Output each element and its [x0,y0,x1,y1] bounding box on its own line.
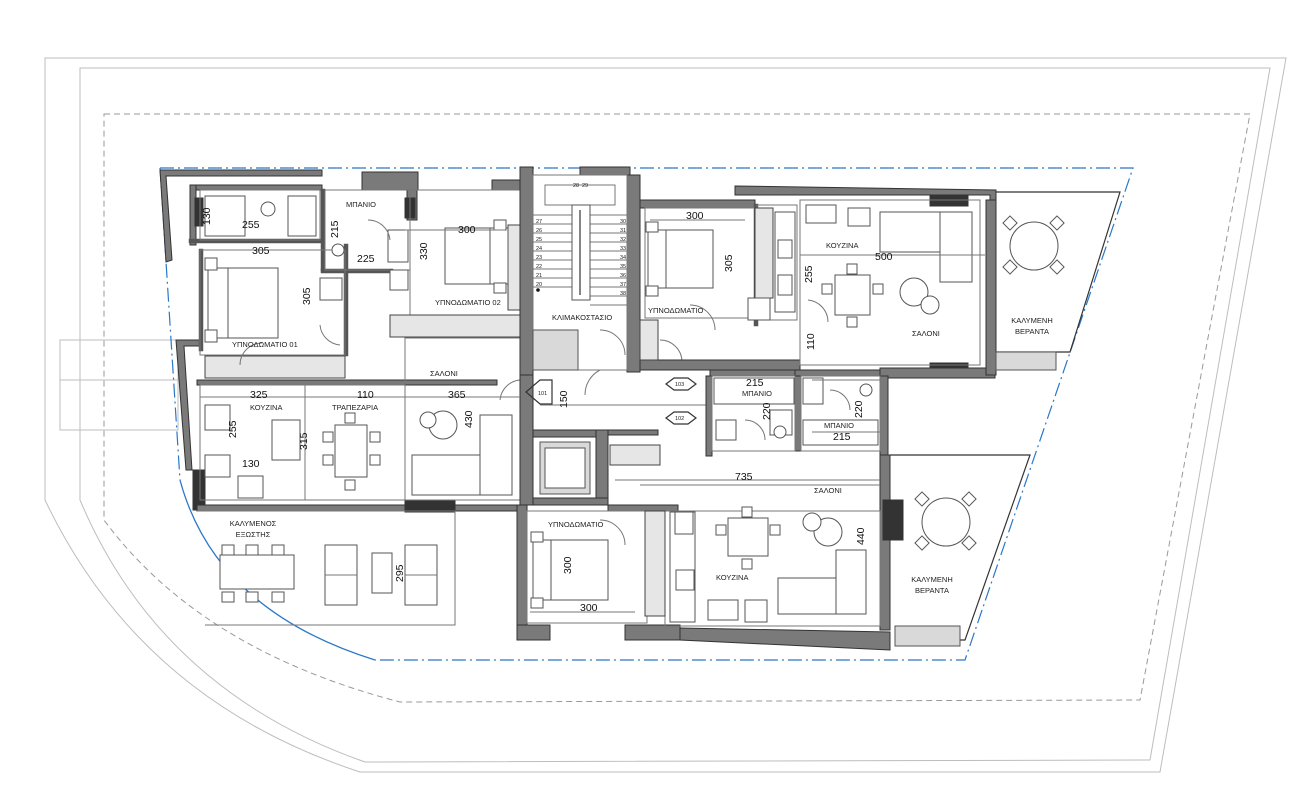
dim-bed01-h: 305 [301,287,313,305]
dim-bath-r1-w: 215 [746,377,764,389]
stair-number: 33 [620,246,626,252]
dim-kit-left-w2: 130 [242,458,260,470]
stair-number: 22 [536,264,542,270]
dim-bath-mid-w: 225 [357,253,375,265]
dim-living-bottom-w: 735 [735,471,753,483]
bathrooms-mid [705,369,889,457]
dim-bed-tr-w: 300 [686,210,704,222]
veranda-bottom [890,454,1031,647]
door-number-102: 102 [675,416,684,422]
dim-bed01-w: 305 [252,245,270,257]
stair-number: 35 [620,264,626,270]
room-label-bath-top: ΜΠΑΝΙΟ [346,200,376,209]
stair-steps [533,204,627,306]
dim-living-bottom-h: 440 [855,527,867,545]
stair-number: 38 [620,291,626,297]
dim-bath-r1-h: 220 [761,402,773,420]
dim-kit-left-h: 255 [227,420,239,438]
room-label-dining-left: ΤΡΑΠΕΖΑΡΙΑ [332,403,378,412]
stair-number: 26 [536,228,542,234]
dim-bed-tr-h: 305 [723,254,735,272]
stair-number: 20 [536,282,542,288]
corridor-core [519,339,710,506]
stair-number: 25 [536,237,542,243]
dimension-lines [200,219,985,613]
apartment-left [159,169,525,513]
room-label-living-top-right: ΣΑΛΟΝΙ [912,329,940,338]
dim-bath-r2-w: 215 [833,431,851,443]
stair-number: 37 [620,282,626,288]
room-label-bedroom-bottom: ΥΠΝΟΔΩΜΑΤΙΟ [548,520,603,529]
dim-bath-top-w: 255 [242,219,260,231]
room-label-kitchen-bottom: ΚΟΥΖΙΝΑ [716,573,748,582]
room-label-living-bottom: ΣΑΛΟΝΙ [814,486,842,495]
dim-living-tr-w: 500 [875,251,893,263]
room-label-bath-mid-1: ΜΠΑΝΙΟ [742,389,772,398]
stair-number: 21 [536,273,542,279]
room-label-bedroom-02: ΥΠΝΟΔΩΜΑΤΙΟ 02 [435,298,501,307]
room-labels: ΜΠΑΝΙΟ ΥΠΝΟΔΩΜΑΤΙΟ 01 ΥΠΝΟΔΩΜΑΤΙΟ 02 ΚΛΙ… [230,200,1053,595]
dim-dining-h: 315 [298,432,310,450]
stair-number: 27 [536,219,542,225]
dim-bed02-w: 300 [458,224,476,236]
stair-number: 36 [620,273,626,279]
dimension-labels: 255 130 215 225 305 305 300 330 300 305 … [201,207,893,614]
dim-kit-left-w: 325 [250,389,268,401]
stair-number: 29 [582,183,588,189]
stair-number: 28 [573,183,579,189]
stair-number: 30 [620,219,626,225]
dim-bath-top-h: 130 [201,207,213,225]
room-label-bedroom-01: ΥΠΝΟΔΩΜΑΤΙΟ 01 [232,340,298,349]
door-number-101: 101 [538,391,547,397]
dim-bath-r2-h: 220 [853,400,865,418]
dim-kit-tr-h: 255 [803,265,815,283]
outdoor-left [197,510,456,626]
stair-number: 24 [536,246,542,252]
apartment-bottom [516,429,904,651]
dim-bath-mid-h: 215 [329,220,341,238]
stair-number: 32 [620,237,626,243]
room-label-bath-mid-2: ΜΠΑΝΙΟ [824,421,854,430]
stair-number: 31 [620,228,626,234]
dim-corridor-h: 150 [558,390,570,408]
stair-number: 23 [536,255,542,261]
apartment-top-right [639,185,997,379]
dim-outdoor-h: 295 [394,564,406,582]
room-label-living-left: ΣΑΛΟΝΙ [430,369,458,378]
room-label-kitchen-top-right: ΚΟΥΖΙΝΑ [826,241,858,250]
room-label-stairwell: ΚΛΙΜΑΚΟΣΤΑΣΙΟ [552,313,612,322]
dim-bed02-h: 330 [418,242,430,260]
dim-living-left-h: 430 [463,410,475,428]
stair-number: 34 [620,255,626,261]
room-label-kitchen-left: ΚΟΥΖΙΝΑ [250,403,282,412]
door-number-103: 103 [675,382,684,388]
dim-bed-bottom-w: 300 [580,602,598,614]
dim-living-tr-h: 110 [805,333,817,350]
veranda-top [995,191,1121,371]
site-boundary [44,57,1287,773]
dim-living-left-w: 365 [448,389,466,401]
room-label-bedroom-top-right: ΥΠΝΟΔΩΜΑΤΙΟ [648,306,703,315]
stairwell: 20 21 22 23 24 25 26 27 28 29 30 31 32 3… [519,166,641,376]
dim-bed-bottom-h: 300 [562,556,574,574]
dim-dining-w: 110 [357,389,374,401]
door-numbers: 101 102 103 [538,382,684,422]
